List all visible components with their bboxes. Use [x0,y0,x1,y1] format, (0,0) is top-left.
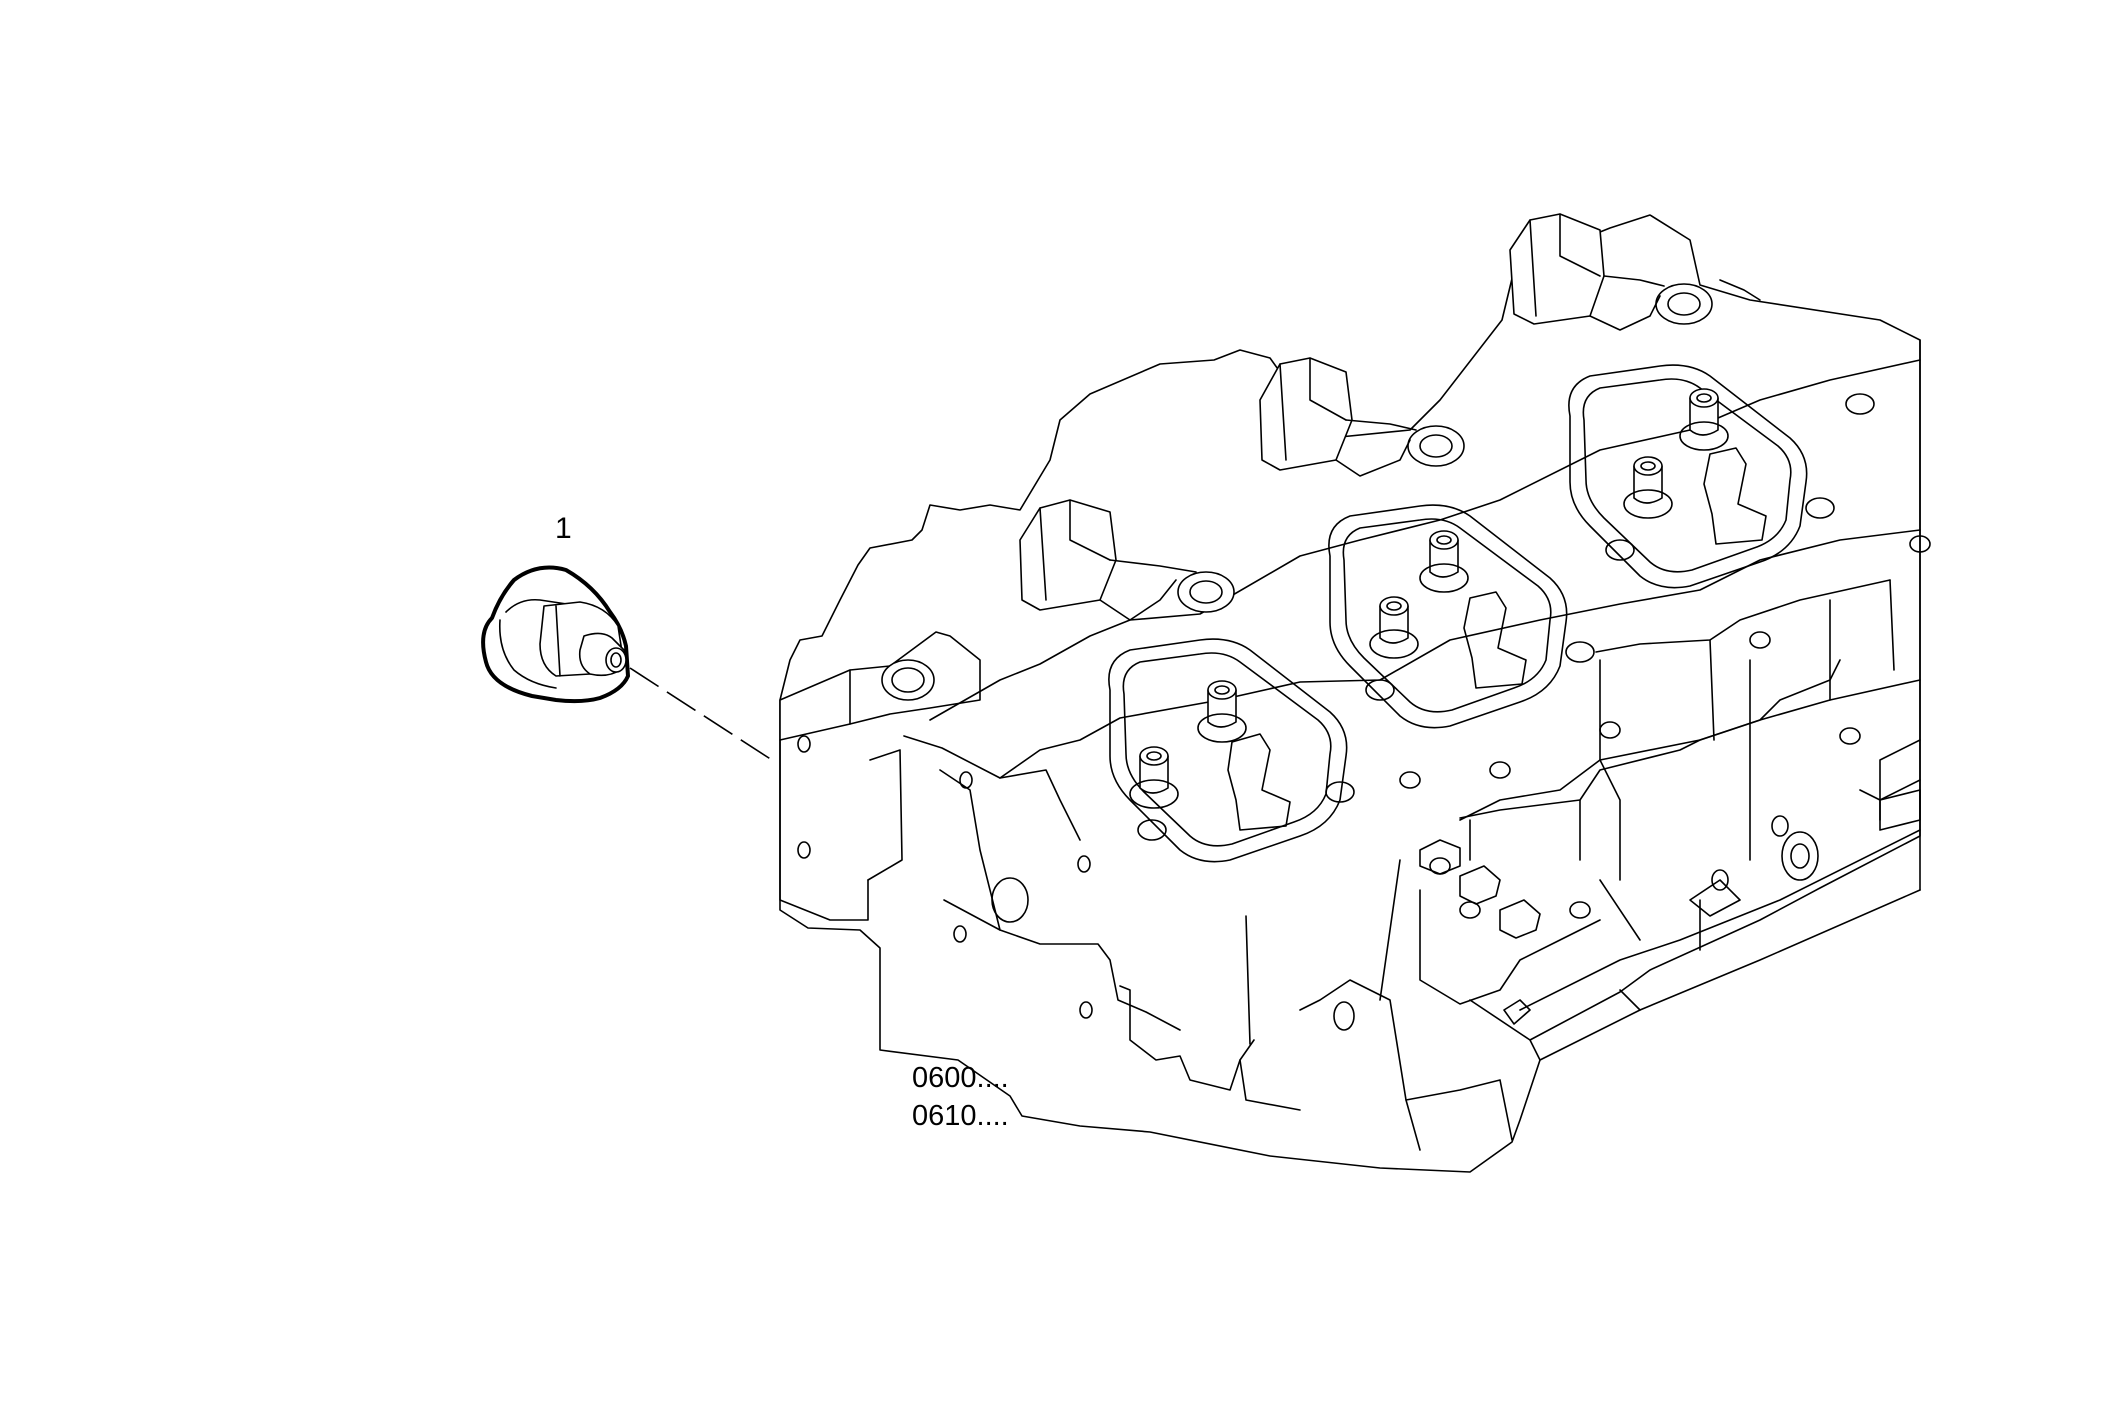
callout-number-1: 1 [555,512,572,545]
reference-code-0600: 0600.... [912,1062,1009,1094]
assembly-leader-line [629,667,773,761]
cylinder-head-part [779,213,1931,1173]
reference-code-0610: 0610.... [912,1100,1009,1132]
plug-part [481,565,630,704]
